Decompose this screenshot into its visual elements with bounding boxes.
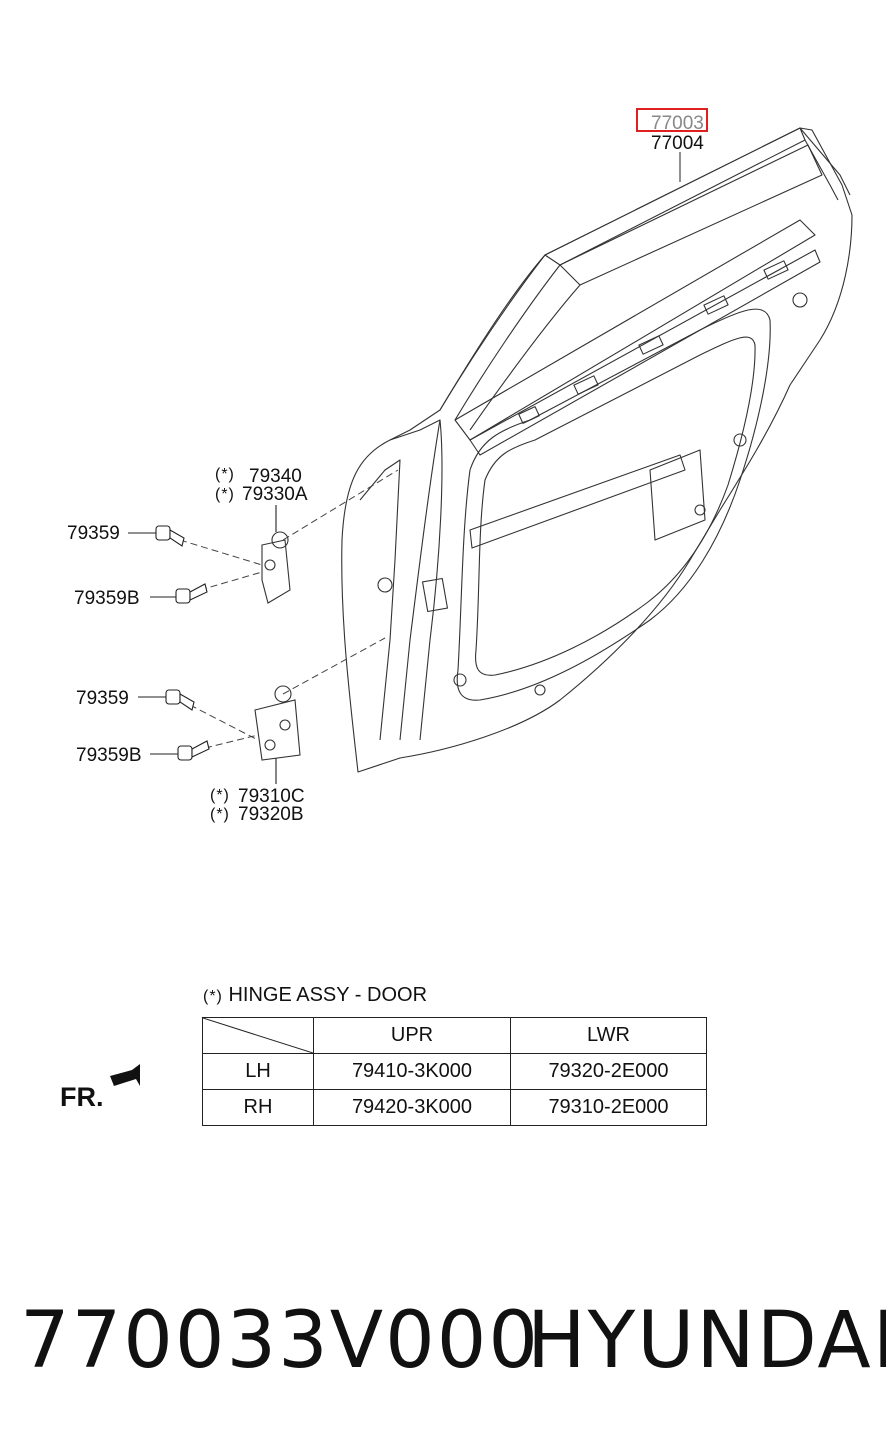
assembly-line bbox=[282, 469, 399, 541]
table-corner-cell bbox=[202, 1017, 314, 1054]
callout-79330A: 79330A bbox=[242, 484, 308, 505]
callout-79359B-upper: 79359B bbox=[74, 588, 140, 609]
belt-rail bbox=[454, 219, 816, 441]
impact-beam bbox=[469, 454, 686, 549]
star-mark: (*) bbox=[210, 787, 230, 804]
table-header-row: UPR LWR bbox=[202, 1017, 707, 1054]
front-pillar bbox=[389, 419, 441, 741]
arrow-icon bbox=[110, 1064, 140, 1086]
callout-77003: 77003 bbox=[651, 113, 704, 134]
table-title-text: HINGE ASSY - DOOR bbox=[228, 984, 428, 1006]
callout-79320B: 79320B bbox=[238, 804, 304, 825]
hinge-table: UPR LWR LH 79410-3K000 79320-2E000 RH 79… bbox=[202, 1017, 707, 1126]
callout-77004: 77004 bbox=[651, 133, 704, 154]
row-upr: 79420-3K000 bbox=[313, 1089, 511, 1126]
row-side: RH bbox=[202, 1089, 314, 1126]
star-mark: (*) bbox=[210, 806, 230, 823]
callout-79310C: 79310C bbox=[238, 786, 305, 807]
bolt-icon bbox=[175, 583, 208, 604]
bolt-icon bbox=[155, 525, 185, 547]
row-lwr: 79310-2E000 bbox=[510, 1089, 707, 1126]
star-mark: (*) bbox=[215, 466, 235, 483]
callout-79340: 79340 bbox=[249, 466, 302, 487]
lower-hinge bbox=[254, 685, 301, 784]
diagonal-line bbox=[203, 1018, 313, 1053]
part-number: 770033V000 bbox=[20, 1296, 540, 1386]
inner-aperture bbox=[456, 308, 771, 701]
row-lwr: 79320-2E000 bbox=[510, 1053, 707, 1090]
row-upr: 79410-3K000 bbox=[313, 1053, 511, 1090]
upper-hinge bbox=[261, 505, 291, 604]
bolt-icon bbox=[177, 740, 210, 761]
callout-79359B-lower: 79359B bbox=[76, 745, 142, 766]
table-title: (*) HINGE ASSY - DOOR bbox=[203, 984, 427, 1007]
table-row: RH 79420-3K000 79310-2E000 bbox=[202, 1089, 707, 1126]
star-mark: (*) bbox=[203, 988, 223, 1005]
row-side: LH bbox=[202, 1053, 314, 1090]
callout-79359-lower: 79359 bbox=[76, 688, 129, 709]
door-outer-outline bbox=[341, 127, 853, 773]
header-lwr: LWR bbox=[510, 1017, 707, 1054]
star-mark: (*) bbox=[215, 486, 235, 503]
header-upr: UPR bbox=[313, 1017, 511, 1054]
callout-79359-upper: 79359 bbox=[67, 523, 120, 544]
front-label: FR. bbox=[60, 1082, 104, 1112]
bolt-icon bbox=[165, 689, 195, 711]
brand-name: HYUNDAI bbox=[527, 1296, 886, 1386]
door-panel-diagram bbox=[128, 127, 853, 784]
highlight-box bbox=[636, 108, 708, 132]
table-row: LH 79410-3K000 79320-2E000 bbox=[202, 1053, 707, 1090]
